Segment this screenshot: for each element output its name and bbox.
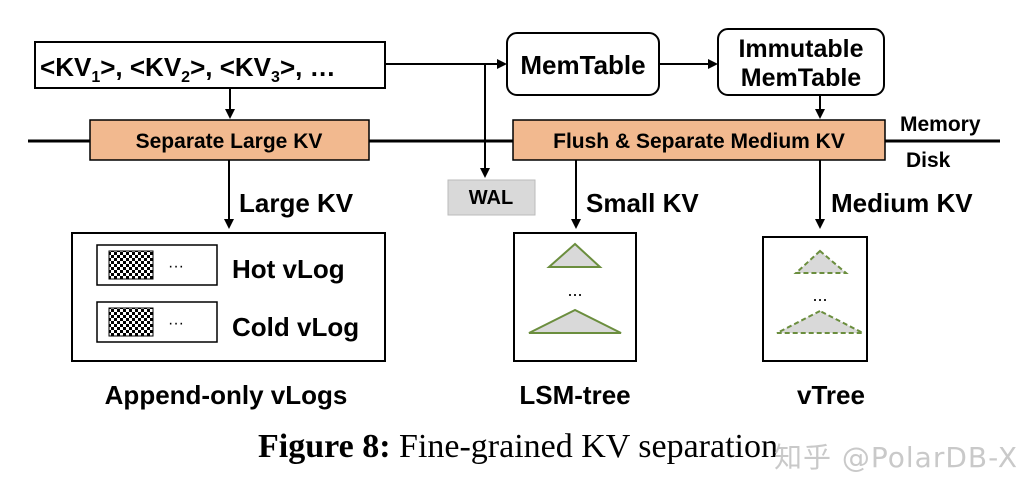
flush-separate-medium-kv-label: Flush & Separate Medium KV [553,130,845,153]
lsm-ellipsis: ... [567,280,582,300]
lsm-level-large-triangle [528,308,622,334]
hot-vlog-ellipsis: ··· [168,258,184,275]
immutable-label-line2: MemTable [741,64,861,92]
vtree-level-small-triangle [793,249,849,274]
figure-label: Figure 8: [258,428,391,465]
lsm-tree-title: LSM-tree [519,380,630,410]
immutable-memtable-node: Immutable MemTable [717,28,885,96]
lsm-level-small-triangle [546,242,603,268]
small-kv-label: Small KV [586,188,699,218]
input-sequence-box: <KV1>, <KV2>, <KV3>, … [34,41,386,89]
lsm-tree-container: ... [513,232,637,362]
memtable-label: MemTable [520,50,645,80]
vtree-level-large-triangle [776,309,864,334]
hot-vlog-data-block [108,250,154,280]
figure-caption-text: Fine-grained KV separation [390,428,778,465]
memory-label: Memory [900,113,981,136]
large-kv-label: Large KV [239,188,354,218]
flush-separate-medium-kv-box: Flush & Separate Medium KV [512,119,886,161]
cold-vlog: ··· [96,301,218,343]
disk-label: Disk [906,149,951,172]
figure-caption: Figure 8: Fine-grained KV separation [0,428,1036,466]
wal-label: WAL [469,187,513,209]
separate-large-kv-label: Separate Large KV [136,130,323,153]
input-sequence-label: <KV1>, <KV2>, <KV3>, … [40,52,336,86]
vtree-ellipsis: ... [812,285,827,305]
vlogs-container: ··· Hot vLog ··· Cold vLog [71,232,386,362]
vtree-title: vTree [797,380,865,410]
cold-vlog-ellipsis: ··· [168,315,184,332]
cold-vlog-label: Cold vLog [232,312,359,342]
wal-node: WAL [447,179,536,216]
medium-kv-label: Medium KV [831,188,973,218]
vlogs-title: Append-only vLogs [105,380,348,410]
hot-vlog: ··· [96,244,218,286]
memtable-node: MemTable [506,32,660,96]
hot-vlog-label: Hot vLog [232,254,345,284]
immutable-label-line1: Immutable [738,35,863,63]
watermark: 知乎 @PolarDB-X [773,441,1018,474]
cold-vlog-data-block [108,307,154,337]
vtree-container: ... [762,236,868,362]
separate-large-kv-box: Separate Large KV [89,119,370,161]
